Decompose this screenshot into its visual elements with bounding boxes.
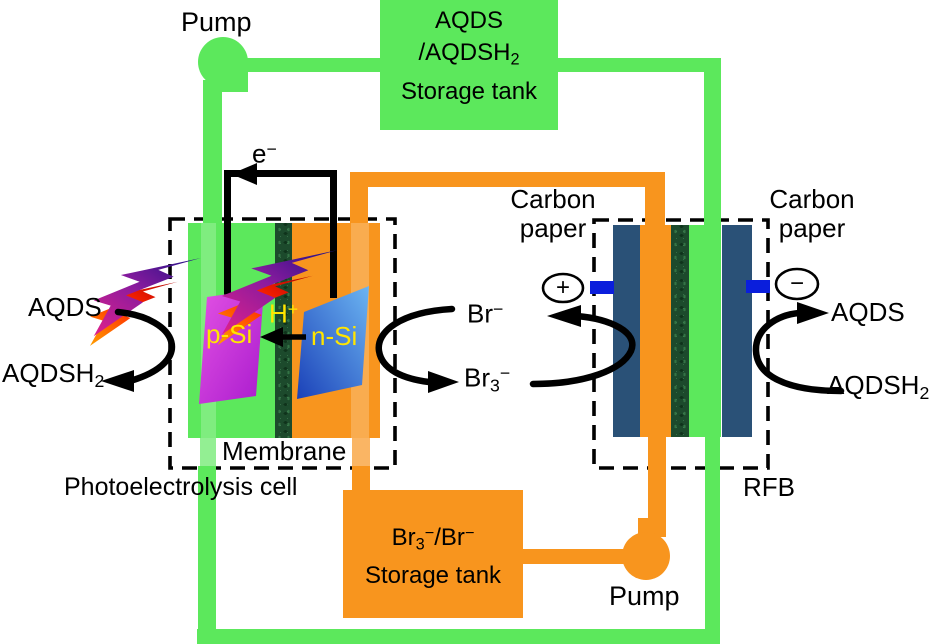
br-tank-line2: Storage tank bbox=[364, 562, 502, 590]
rfb-green-compartment bbox=[689, 225, 721, 437]
pipe-cell-outlet-green bbox=[200, 438, 216, 470]
n-si-label: n-Si bbox=[311, 321, 358, 351]
pipe-orange-into-rfb bbox=[645, 185, 665, 225]
br-tank-line1: Br3−/Br− bbox=[391, 523, 475, 554]
pump-top-base bbox=[220, 60, 248, 92]
aqds-tank-label: AQDS /AQDSH2 Storage tank bbox=[378, 5, 560, 108]
br3-formation-arrowhead bbox=[428, 371, 459, 393]
photoelectrolysis-cell-label: Photoelectrolysis cell bbox=[64, 473, 298, 501]
br-tank-label: Br3−/Br− Storage tank bbox=[343, 518, 523, 591]
pump-top-label: Pump bbox=[181, 7, 252, 37]
pipe-aqds-tank-to-rfb bbox=[558, 58, 721, 72]
br3-minus-label: Br3− bbox=[464, 362, 511, 396]
lightning-bolt-icon bbox=[89, 258, 201, 346]
wire-top bbox=[224, 170, 337, 177]
aqds-right-label: AQDS bbox=[831, 297, 905, 327]
minus-sign: − bbox=[789, 270, 804, 297]
wire-to-p-si bbox=[224, 170, 231, 299]
p-si-label: p-Si bbox=[206, 319, 253, 349]
aqds-oxidation-arrowhead bbox=[797, 302, 829, 324]
electron-label: e− bbox=[252, 138, 277, 169]
pipe-green-left-down bbox=[198, 466, 216, 644]
aqds-reduction-arrowhead bbox=[101, 370, 134, 392]
rfb-orange-compartment bbox=[640, 225, 671, 437]
proton-label: H+ bbox=[269, 298, 299, 329]
pipe-pump-to-aqds-tank bbox=[246, 58, 382, 72]
rfb-carbon-paper-right bbox=[722, 225, 752, 437]
cell-membrane bbox=[275, 223, 292, 438]
pipe-orange-top bbox=[350, 172, 665, 187]
br3-formation-arrow bbox=[375, 305, 456, 386]
pipe-cell-outlet-orange bbox=[352, 438, 370, 470]
plus-sign: + bbox=[555, 274, 570, 301]
negative-terminal bbox=[746, 280, 770, 293]
pipe-pump-to-br-tank bbox=[523, 549, 627, 564]
wire-to-n-si bbox=[330, 170, 337, 298]
aqds-tank-line2: /AQDSH2 bbox=[418, 39, 520, 69]
pipe-rfb-green-down bbox=[705, 437, 720, 633]
aqds-reduction-arrow bbox=[114, 308, 176, 385]
positive-terminal bbox=[590, 281, 614, 294]
pipe-pump-to-cell bbox=[203, 80, 222, 223]
aqdsh2-right-label: AQDSH2 bbox=[827, 370, 930, 403]
br-storage-tank bbox=[343, 490, 523, 618]
aqds-tank-line1: AQDS bbox=[434, 7, 503, 34]
pipe-green-right-down bbox=[704, 58, 721, 225]
pipe-rfb-orange-down bbox=[648, 437, 666, 537]
br-return-arrowhead bbox=[547, 305, 581, 327]
rfb-carbon-paper-left bbox=[613, 225, 640, 437]
membrane-label: Membrane bbox=[222, 436, 347, 466]
aqdsh2-left-label: AQDSH2 bbox=[2, 358, 105, 391]
aqds-left-label: AQDS bbox=[28, 292, 102, 322]
rfb-membrane bbox=[671, 225, 689, 437]
pump-bottom-label: Pump bbox=[609, 581, 680, 611]
aqds-tank-line3: Storage tank bbox=[400, 77, 538, 105]
pipe-br-tank-to-cell bbox=[352, 466, 370, 490]
aqds-storage-tank bbox=[380, 0, 558, 130]
br-minus-label: Br− bbox=[467, 298, 504, 329]
pump-bottom-body bbox=[622, 532, 670, 580]
rfb-label: RFB bbox=[743, 472, 795, 502]
pipe-green-bottom bbox=[197, 629, 720, 644]
